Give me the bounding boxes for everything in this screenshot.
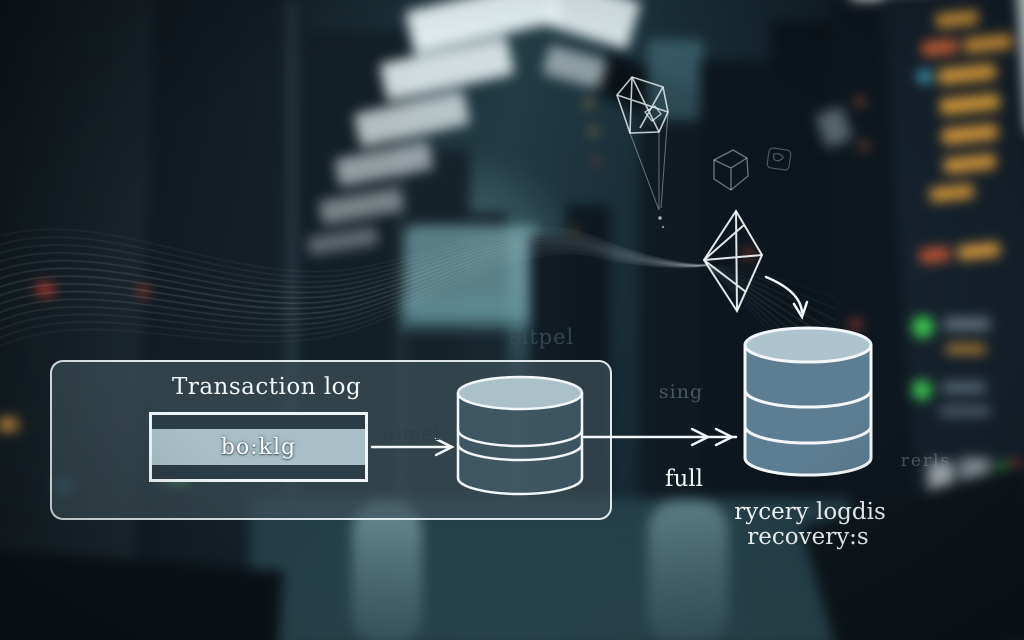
floor [250, 498, 850, 640]
wireframe-glyph-icon [766, 147, 792, 171]
recovery-database-cylinder-icon [743, 326, 873, 477]
corridor-end-window [400, 296, 550, 330]
arrow-label-aimel: aimel [383, 423, 441, 445]
recovery-caption-line2: recovery:s [747, 524, 869, 550]
ghost-label-rerls: rerls [900, 451, 952, 471]
led-light [572, 228, 578, 233]
log-segment-box: bo:klg [149, 412, 368, 482]
wireframe-cube-icon [713, 149, 749, 191]
wireframe-crystal-icon [616, 76, 669, 229]
led-light [912, 316, 934, 338]
ghost-label-sitpel: sitpel [509, 325, 575, 349]
log-band-bottom [152, 465, 365, 479]
led-light [856, 98, 864, 105]
backup-arrow [370, 437, 455, 457]
led-light [946, 344, 986, 354]
recovery-caption-line1: rycery logdis [734, 499, 886, 525]
ghost-label-sing: sing [658, 381, 704, 403]
database-cylinder-icon [456, 375, 584, 496]
led-light [942, 382, 986, 393]
led-light [944, 318, 990, 330]
floor-light-streak [648, 500, 728, 640]
rack-edge-highlight [288, 0, 296, 640]
curved-drop-arrow [764, 275, 809, 320]
led-light [590, 128, 597, 134]
led-light [860, 142, 868, 149]
log-band-label: bo:klg [152, 429, 365, 465]
led-light [850, 320, 861, 329]
wireframe-diamond-icon [702, 209, 764, 314]
led-light [594, 158, 600, 164]
led-light [918, 70, 931, 83]
led-light [744, 250, 753, 258]
log-band-top [152, 415, 365, 429]
panel-title: Transaction log [172, 374, 362, 400]
floor-light-streak [352, 500, 422, 640]
led-light [138, 287, 149, 296]
led-light [585, 100, 592, 106]
arrow-label-full: full [664, 466, 704, 492]
restore-arrow [582, 427, 738, 447]
led-light [0, 418, 18, 431]
led-light [912, 380, 932, 400]
led-light [940, 406, 990, 416]
led-light [36, 284, 54, 295]
